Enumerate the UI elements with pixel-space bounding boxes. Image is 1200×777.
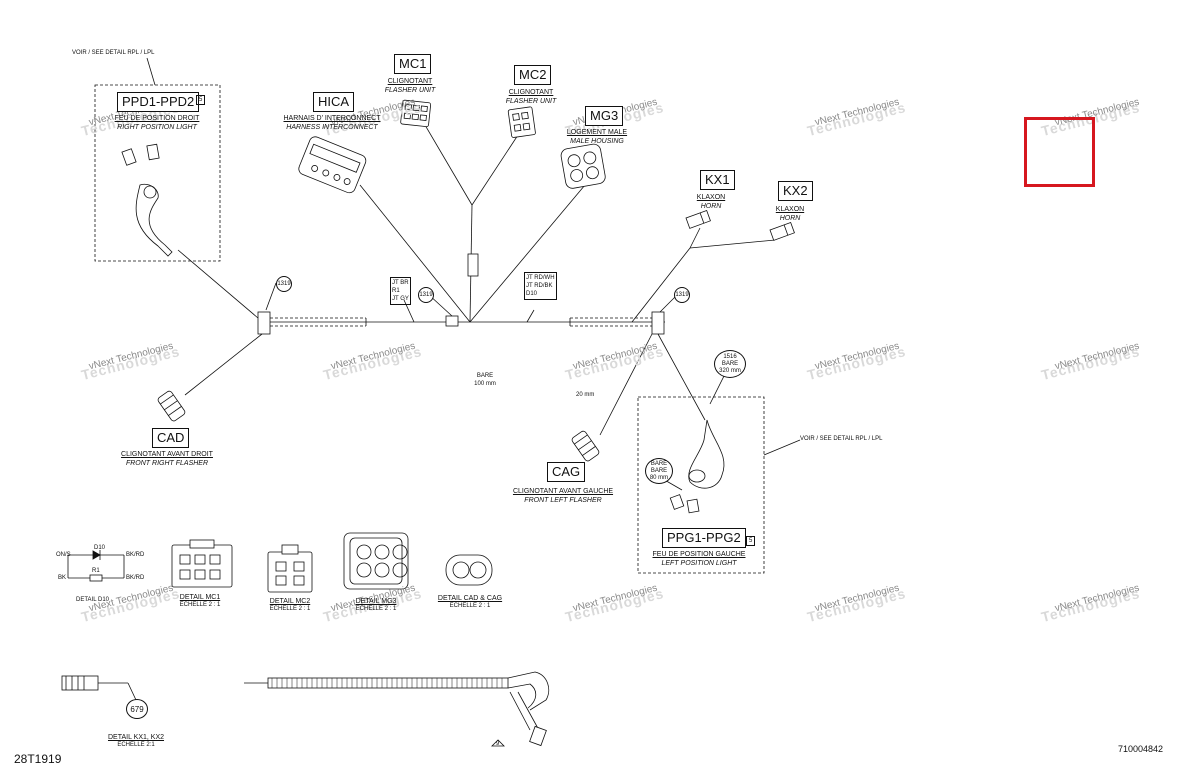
hica-code-box: HICA xyxy=(313,92,355,112)
schematic-on: ON/S xyxy=(56,552,71,558)
see-detail-note-right: VOIR / SEE DETAIL RPL / LPL xyxy=(800,436,883,442)
tube-hatching xyxy=(271,678,503,688)
detail-mc2-drawing xyxy=(267,544,313,593)
mg3-code-box: MG3 xyxy=(585,106,624,126)
mc2-code-box: MC2 xyxy=(514,65,552,85)
ppd-note-flag: 5 xyxy=(196,95,206,105)
branch-ppg xyxy=(657,333,706,421)
frame-ppd xyxy=(94,84,221,262)
hica-connector xyxy=(298,136,367,194)
ppd-code-box: PPD1-PPD2 xyxy=(117,92,200,112)
kx1-label-fr: KLAXON xyxy=(696,194,726,201)
splice-left xyxy=(445,315,459,327)
bubble-1319-center: 1319 xyxy=(418,287,434,303)
detail-kx-drawing xyxy=(61,675,137,701)
branch-mc2 xyxy=(471,134,519,206)
hica-label-en: HARNESS INTERCONNECT xyxy=(286,124,378,131)
mc2-label-en: FLASHER UNIT xyxy=(505,98,557,105)
harness-side-view xyxy=(244,671,550,747)
mc1-label-fr: CLIGNOTANT xyxy=(387,78,433,85)
ppd-lamp-socket xyxy=(121,143,173,257)
highlight-box xyxy=(1024,117,1095,187)
note-9-flag: 9 xyxy=(496,741,500,747)
kx1-label-en: HORN xyxy=(700,203,722,210)
schematic-d10: D10 xyxy=(94,545,106,551)
hica-label-fr: HARNAIS D' INTERCONNECT xyxy=(283,115,381,122)
detail-mc1-drawing xyxy=(171,539,233,588)
branch-cag xyxy=(599,333,653,436)
kx2-label-fr: KLAXON xyxy=(775,206,805,213)
schematic-bk-rd: BK/RD xyxy=(126,552,145,558)
detail-mg3-drawing xyxy=(343,532,409,590)
ppd-label-en: RIGHT POSITION LIGHT xyxy=(117,124,197,131)
ppg-code-box: PPG1-PPG2 xyxy=(662,528,746,548)
branch-kx-trunk xyxy=(631,247,691,323)
frame-ppg xyxy=(637,396,765,574)
bubble-679: 679 xyxy=(126,699,148,719)
schematic-bk-rd-2: BK/RD xyxy=(126,575,145,581)
ppg-lamp-socket xyxy=(669,419,725,514)
cad-label-en: FRONT RIGHT FLASHER xyxy=(125,460,209,467)
branch-kx1 xyxy=(689,227,701,249)
branch-mc1 xyxy=(424,124,473,206)
branch-ppd xyxy=(177,249,259,319)
length-20mm-label: 20 mm xyxy=(576,392,595,398)
mc2-connector xyxy=(507,106,536,138)
cag-connector xyxy=(571,430,600,462)
kx1-terminal xyxy=(685,209,711,229)
cad-code-box: CAD xyxy=(152,428,190,448)
mc2-label-fr: CLIGNOTANT xyxy=(508,89,554,96)
sleeve-right xyxy=(651,311,665,335)
branch-mg3 xyxy=(469,184,586,323)
drawing-code-left: 28T1919 xyxy=(14,752,62,766)
mg3-connector xyxy=(560,143,606,189)
ppd-label-fr: FEU DE POSITION DROIT xyxy=(114,115,200,122)
cag-label-en: FRONT LEFT FLASHER xyxy=(524,497,602,504)
cag-label-fr: CLIGNOTANT AVANT GAUCHE xyxy=(512,488,614,495)
kx2-code-box: KX2 xyxy=(778,181,813,201)
center-sleeve xyxy=(467,253,479,277)
schematic-r1: R1 xyxy=(92,568,100,574)
drawing-code-right: 710004842 xyxy=(1118,744,1164,754)
sleeve-left xyxy=(257,311,271,335)
kx2-terminal xyxy=(769,221,795,241)
cag-code-box: CAG xyxy=(547,462,586,482)
branch-cad xyxy=(184,333,263,396)
bubble-1319-left: 1319 xyxy=(276,276,292,292)
mg3-label-en: MALE HOUSING xyxy=(570,138,624,145)
see-detail-note-top: VOIR / SEE DETAIL RPL / LPL xyxy=(72,50,155,56)
branch-kx2 xyxy=(689,239,776,249)
mc1-code-box: MC1 xyxy=(394,54,432,74)
kx2-label-en: HORN xyxy=(779,215,801,222)
ppg-label-en: LEFT POSITION LIGHT xyxy=(661,560,737,567)
ppg-note-flag: 5 xyxy=(746,536,756,546)
cad-label-fr: CLIGNOTANT AVANT DROIT xyxy=(121,451,213,458)
ppg-label-fr: FEU DE POSITION GAUCHE xyxy=(652,551,746,558)
mc1-connector xyxy=(400,99,432,127)
schematic-bk: BK xyxy=(58,575,67,581)
d10-schematic xyxy=(67,550,125,582)
detail-cad-cag-drawing xyxy=(445,554,493,586)
mg3-label-fr: LOGEMENT MALE xyxy=(566,129,628,136)
bubble-1319-right: 1319 xyxy=(674,287,690,303)
branch-hica xyxy=(359,184,471,323)
cad-connector xyxy=(157,390,186,422)
schematic-caption: DETAIL D10 xyxy=(76,597,110,603)
kx1-code-box: KX1 xyxy=(700,170,735,190)
mc1-label-en: FLASHER UNIT xyxy=(384,87,436,94)
